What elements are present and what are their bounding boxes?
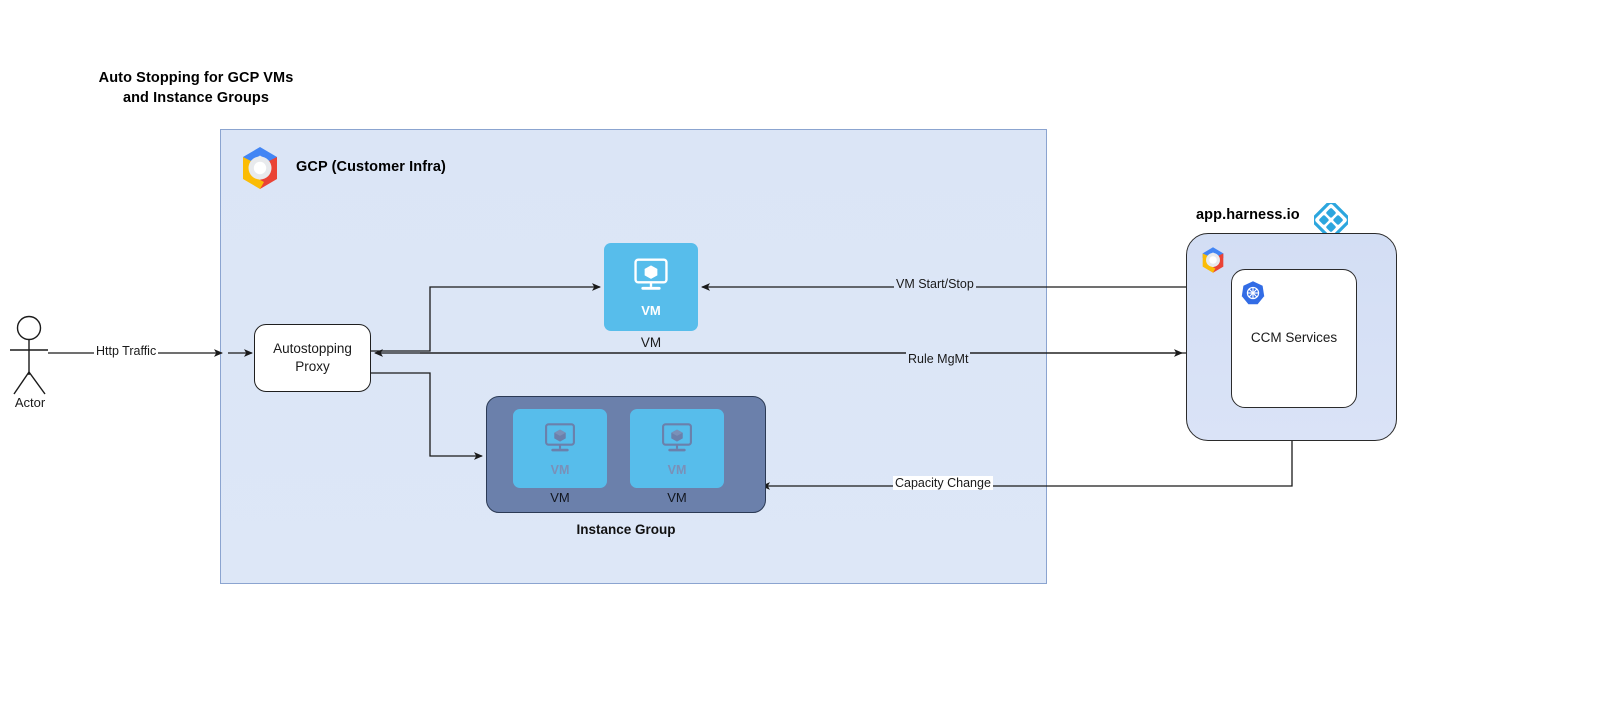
vm-monitor-cube-icon <box>629 256 673 301</box>
gcp-container-label: GCP (Customer Infra) <box>296 159 446 175</box>
edge-label-rule-mgmt: Rule MgMt <box>906 352 971 366</box>
instance-group-vm-2-tile-label: VM <box>667 462 687 477</box>
vm-tile-label: VM <box>641 303 661 318</box>
instance-group-vm-2-caption: VM <box>667 490 687 505</box>
gcp-logo-icon <box>232 140 288 196</box>
instance-group-vm-2[interactable]: VM <box>630 409 724 488</box>
vm-monitor-cube-icon <box>657 421 697 462</box>
autostopping-proxy-label-line-2: Proxy <box>295 359 330 374</box>
instance-group-node[interactable]: VM VM VM VM <box>486 396 766 513</box>
harness-domain-label: app.harness.io <box>1196 207 1300 223</box>
autostopping-proxy-node[interactable]: Autostopping Proxy <box>254 324 371 392</box>
page-title-line-2: and Instance Groups <box>122 90 270 106</box>
page-title-line-1: Auto Stopping for GCP VMs <box>98 70 294 86</box>
gcp-logo-icon <box>1196 243 1230 277</box>
actor-stick-figure-icon <box>10 315 48 395</box>
vm-node[interactable]: VM <box>604 243 698 331</box>
harness-diamond-logo-icon <box>1311 200 1351 240</box>
page-title: Auto Stopping for GCP VMs and Instance G… <box>46 68 346 108</box>
edge-label-capacity-change: Capacity Change <box>893 476 993 490</box>
instance-group-vm-1[interactable]: VM <box>513 409 607 488</box>
instance-group-caption: Instance Group <box>576 522 676 537</box>
ccm-services-label: CCM Services <box>1250 330 1338 345</box>
vm-node-caption: VM <box>640 335 662 350</box>
kubernetes-helm-icon <box>1240 280 1266 306</box>
vm-monitor-cube-icon <box>540 421 580 462</box>
edge-label-http-traffic: Http Traffic <box>94 344 159 358</box>
instance-group-vm-1-caption: VM <box>550 490 570 505</box>
edge-label-vm-start-stop: VM Start/Stop <box>894 277 976 291</box>
instance-group-vm-1-tile-label: VM <box>550 462 570 477</box>
actor-label: Actor <box>14 395 46 410</box>
autostopping-proxy-label-line-1: Autostopping <box>273 341 352 356</box>
